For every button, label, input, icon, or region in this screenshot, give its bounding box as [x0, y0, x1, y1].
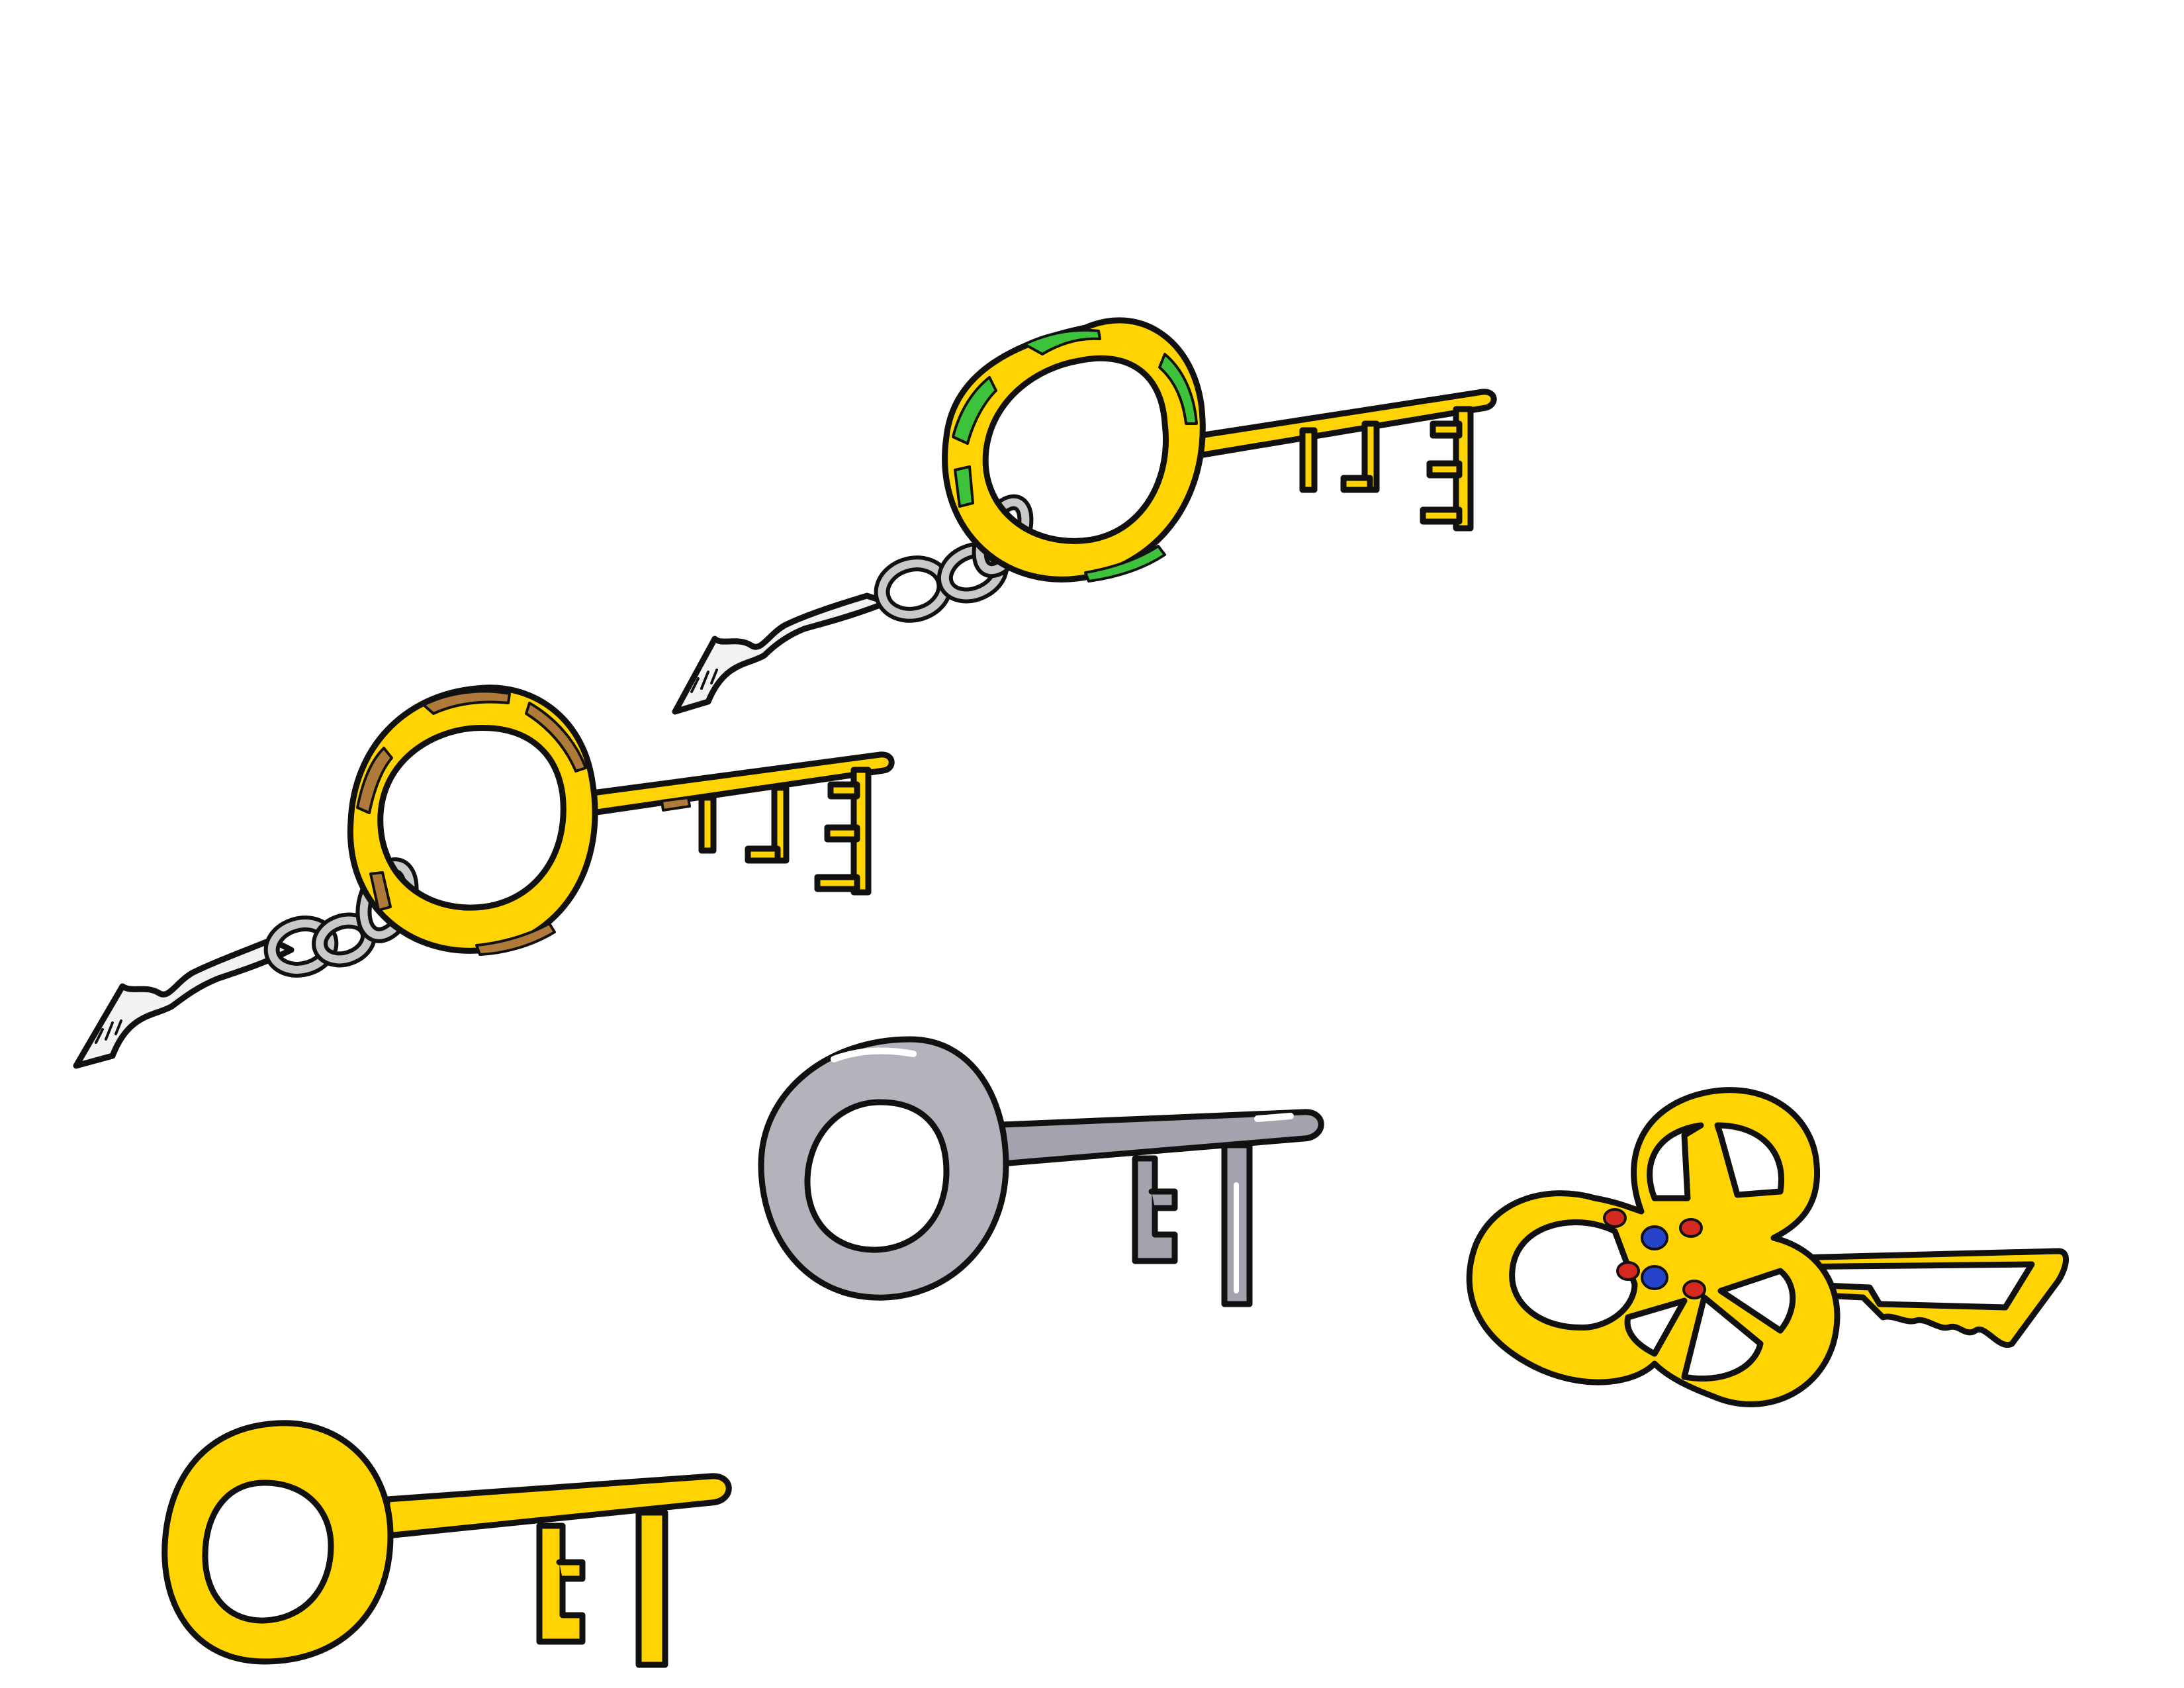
gem-blue-1 — [1641, 1225, 1668, 1250]
key-shaft — [589, 751, 895, 816]
mossy-key-with-chain — [672, 317, 1497, 715]
gems — [1603, 1208, 1706, 1299]
key-bow-ring — [161, 1420, 394, 1665]
clover-openings — [1509, 1122, 1796, 1382]
rust-patches — [356, 690, 691, 956]
key-tag — [672, 592, 890, 715]
key-bits — [698, 767, 872, 896]
gem-red-4 — [1682, 1280, 1706, 1299]
plain-gold-key — [161, 1420, 732, 1668]
silver-key — [758, 1036, 1324, 1307]
gem-red-3 — [1616, 1261, 1640, 1281]
key-bits — [1132, 1142, 1253, 1307]
key-bits — [536, 1509, 668, 1668]
gem-red-2 — [1679, 1218, 1703, 1238]
rusty-key-with-chain — [73, 684, 895, 1069]
moss-patches — [952, 328, 1198, 583]
key-shaft — [1188, 389, 1497, 460]
key-shaft — [983, 1109, 1324, 1168]
gem-blue-2 — [1641, 1265, 1668, 1290]
key-bow-ring — [758, 1036, 1009, 1301]
key-bits — [1299, 406, 1474, 532]
gem-red-1 — [1603, 1208, 1627, 1228]
key-tag — [73, 937, 295, 1069]
key-chain — [263, 857, 419, 978]
key-shaft — [384, 1473, 732, 1539]
ornate-jeweled-key — [1466, 1087, 2070, 1407]
